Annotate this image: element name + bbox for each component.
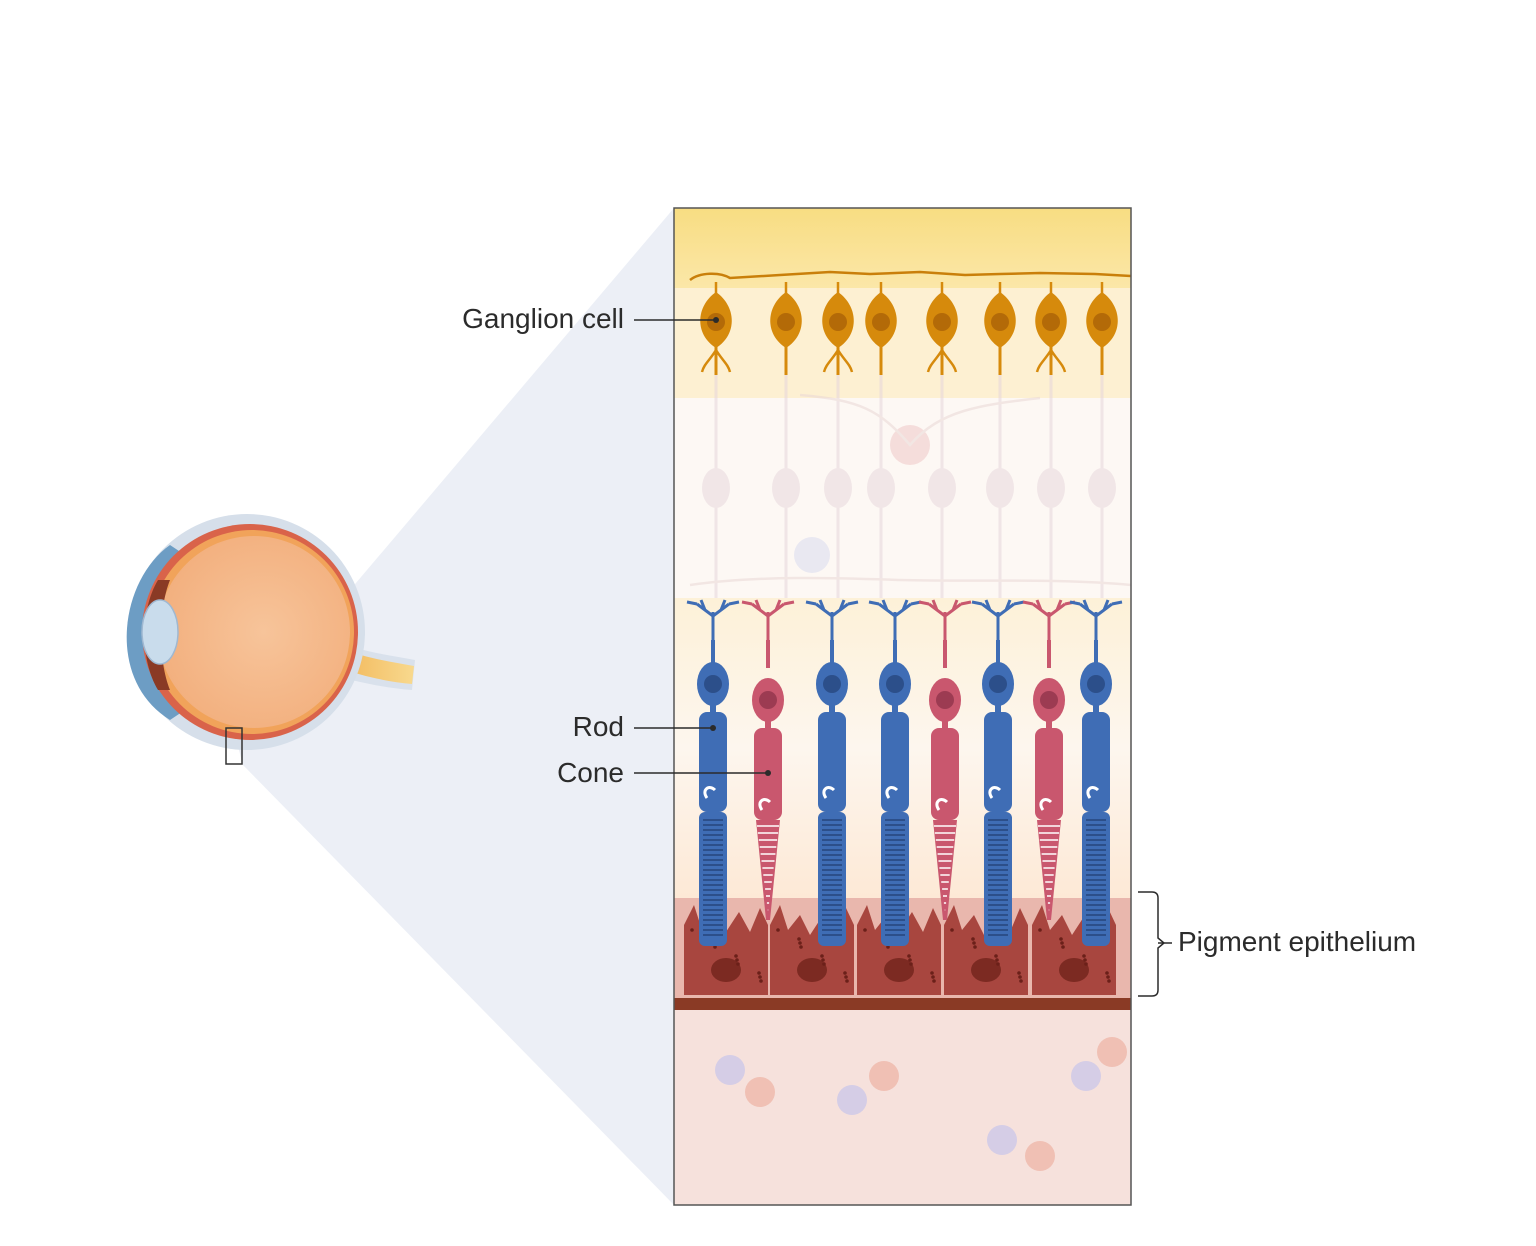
blood-cell [837,1085,867,1115]
interneuron-layer [689,375,1131,598]
blood-cell [745,1077,775,1107]
magnification-projection [233,208,674,1205]
rod-cell [686,599,740,946]
ganglion-cell [865,282,897,375]
bruchs-membrane [674,998,1131,1010]
choroid-layer [674,1010,1131,1205]
ganglion-cell [926,282,958,375]
cone-label: Cone [557,757,624,788]
blood-cell [869,1061,899,1091]
ganglion-cell-label: Ganglion cell [462,303,624,334]
ganglion-cell [1086,282,1118,375]
blood-cell [987,1125,1017,1155]
ganglion-cell [984,282,1016,375]
leader-lines [634,317,1172,997]
zoom-region-marker [225,727,243,765]
photoreceptor-layer [686,599,1123,946]
blood-cell [1071,1061,1101,1091]
pigment-epithelium-label: Pigment epithelium [1178,926,1417,957]
choroid-blood-cells [715,1037,1127,1171]
ganglion-cell [822,282,854,375]
ganglion-cell-layer [700,282,1118,375]
panel-border [673,207,1132,1206]
cone-cell [918,599,972,920]
eye-cross-section-icon [126,514,415,765]
cone-cell [1022,599,1076,920]
rod-cell [868,599,922,946]
rod-cell [971,599,1025,946]
rod-cell [1069,599,1123,946]
pigment-epithelial-cell [857,905,941,995]
ganglion-cell [1035,282,1067,375]
blood-cell [715,1055,745,1085]
pigment-epithelial-cells [684,905,1116,995]
rod-label: Rod [572,711,624,742]
rod-cell [805,599,859,946]
retina-layers-panel [674,208,1131,1205]
blood-cell [1097,1037,1127,1067]
pigment-epithelium-bracket [1138,891,1166,997]
ganglion-cell [770,282,802,375]
blood-cell [1025,1141,1055,1171]
